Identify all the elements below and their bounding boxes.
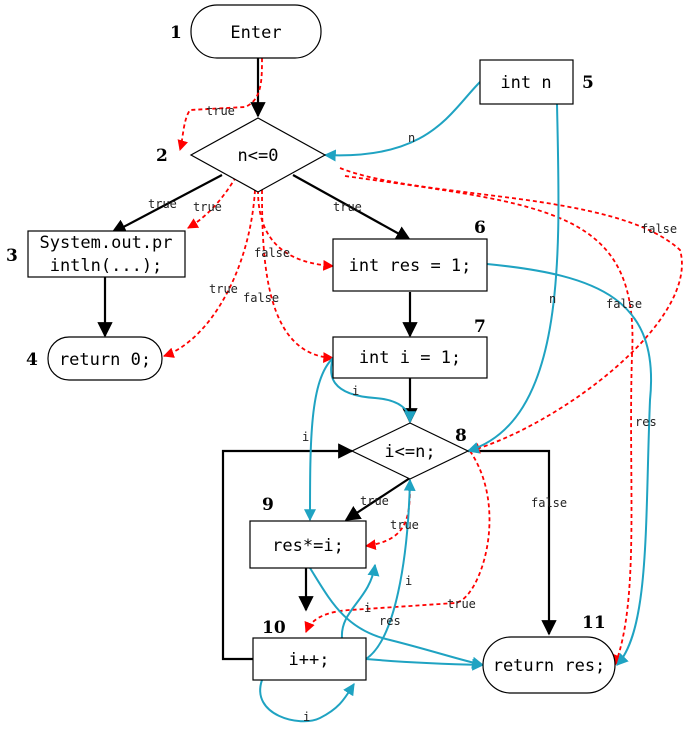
node-9-label: res*=i; bbox=[272, 536, 344, 556]
edge-2-6 bbox=[292, 174, 412, 241]
edge-8-11 bbox=[468, 449, 557, 636]
cdep-2-11 bbox=[344, 175, 634, 667]
label-true-8-9: true bbox=[360, 494, 389, 508]
cdep-2-7 bbox=[261, 189, 335, 363]
label-false-2-11: false bbox=[606, 297, 642, 311]
ddep-5-2 bbox=[323, 81, 481, 162]
node-3-number: 3 bbox=[6, 246, 18, 266]
node-5-shape bbox=[479, 59, 574, 105]
node-1: Enter 1 bbox=[170, 4, 322, 59]
label-true-8-9-cdep: true bbox=[390, 518, 419, 532]
node-6-number: 6 bbox=[474, 218, 486, 238]
node-3-label-line2: intln(...); bbox=[50, 256, 163, 276]
node-9: res*=i; 9 bbox=[249, 495, 367, 569]
ddep-5-8 bbox=[466, 103, 560, 454]
label-i-7-8: i bbox=[352, 384, 359, 398]
cdep-2-6 bbox=[257, 189, 335, 271]
label-false-2-7: false bbox=[243, 291, 279, 305]
node-2: n<=0 2 bbox=[156, 117, 327, 193]
edge-8-9 bbox=[344, 477, 411, 521]
label-false-8-11: false bbox=[531, 496, 567, 510]
node-11: return res; 11 bbox=[482, 613, 616, 694]
node-2-label: n<=0 bbox=[238, 146, 279, 166]
node-4-label: return 0; bbox=[59, 350, 151, 370]
node-10-shape bbox=[252, 637, 367, 681]
node-2-number: 2 bbox=[156, 146, 168, 166]
label-true-1-2: true bbox=[206, 104, 235, 118]
node-11-label: return res; bbox=[493, 656, 606, 676]
node-10-number: 10 bbox=[262, 618, 286, 638]
node-4-number: 4 bbox=[26, 350, 38, 370]
ddep-6-11 bbox=[486, 263, 653, 666]
cdep-8-10 bbox=[304, 450, 491, 634]
node-5-label: int n bbox=[500, 73, 551, 93]
label-false-2-8: false bbox=[641, 222, 677, 236]
ddep-9-11 bbox=[309, 567, 485, 669]
label-i-7-9: i bbox=[302, 430, 309, 444]
control-dependence-edges bbox=[162, 57, 683, 667]
node-8-label: i<=n; bbox=[384, 442, 435, 462]
node-8-number: 8 bbox=[455, 426, 467, 446]
label-n-5-2: n bbox=[408, 131, 415, 145]
node-7-shape bbox=[332, 336, 488, 379]
ddep-7-8 bbox=[330, 357, 416, 424]
cdep-8-9 bbox=[364, 479, 411, 551]
node-8: i<=n; 8 bbox=[350, 422, 470, 480]
edge-10-8 bbox=[221, 443, 354, 661]
data-dependence-edges bbox=[259, 81, 653, 723]
node-11-shape bbox=[482, 636, 616, 694]
node-3-shape bbox=[27, 230, 186, 278]
node-3: System.out.pr intln(...); 3 bbox=[6, 230, 186, 278]
node-10: i++; 10 bbox=[252, 618, 367, 681]
label-true-2-3-cdep: true bbox=[193, 200, 222, 214]
ddep-10-9 bbox=[340, 563, 380, 639]
node-3-label-line1: System.out.pr bbox=[39, 233, 172, 253]
ddep-10-11 bbox=[365, 658, 485, 671]
node-6-label: int res = 1; bbox=[349, 256, 472, 276]
node-4: return 0; 4 bbox=[26, 336, 163, 381]
node-5-number: 5 bbox=[582, 73, 594, 93]
cdep-2-3 bbox=[187, 176, 237, 229]
node-1-label: Enter bbox=[230, 23, 281, 43]
node-8-shape bbox=[350, 422, 470, 480]
node-6-shape bbox=[332, 238, 488, 292]
node-6: int res = 1; 6 bbox=[332, 218, 488, 292]
cdep-2-4 bbox=[162, 189, 256, 358]
node-1-shape bbox=[190, 4, 322, 59]
label-true-2-4: true bbox=[209, 282, 238, 296]
ddep-10-10-loop bbox=[259, 679, 355, 723]
label-true-8-10: true bbox=[447, 597, 476, 611]
label-true-2-3: true bbox=[148, 197, 177, 211]
label-i-10-8: i bbox=[405, 574, 412, 588]
node-1-number: 1 bbox=[170, 23, 182, 43]
label-res-6-11: res bbox=[635, 415, 657, 429]
node-9-shape bbox=[249, 520, 367, 569]
label-n-5-8: n bbox=[549, 292, 556, 306]
node-7: int i = 1; 7 bbox=[332, 317, 488, 379]
cdep-2-8 bbox=[339, 167, 683, 454]
label-i-10-9: i bbox=[364, 601, 371, 615]
node-7-number: 7 bbox=[474, 317, 486, 337]
edge-labels: true n true true true false false true f… bbox=[148, 104, 677, 724]
node-7-label: int i = 1; bbox=[359, 348, 461, 368]
label-true-2-6: true bbox=[333, 200, 362, 214]
label-false-2-6: false bbox=[254, 246, 290, 260]
ddep-10-8 bbox=[365, 478, 416, 660]
node-5: int n 5 bbox=[479, 59, 594, 105]
node-2-shape bbox=[189, 117, 327, 193]
label-res-9-11: res bbox=[379, 614, 401, 628]
edge-2-3 bbox=[110, 174, 223, 234]
node-10-label: i++; bbox=[289, 650, 330, 670]
control-flow-edges bbox=[97, 58, 557, 661]
node-9-number: 9 bbox=[262, 495, 274, 515]
ddep-7-9 bbox=[304, 357, 334, 522]
node-11-number: 11 bbox=[582, 613, 606, 633]
node-4-shape bbox=[47, 336, 163, 381]
label-i-10-10: i bbox=[303, 710, 310, 724]
